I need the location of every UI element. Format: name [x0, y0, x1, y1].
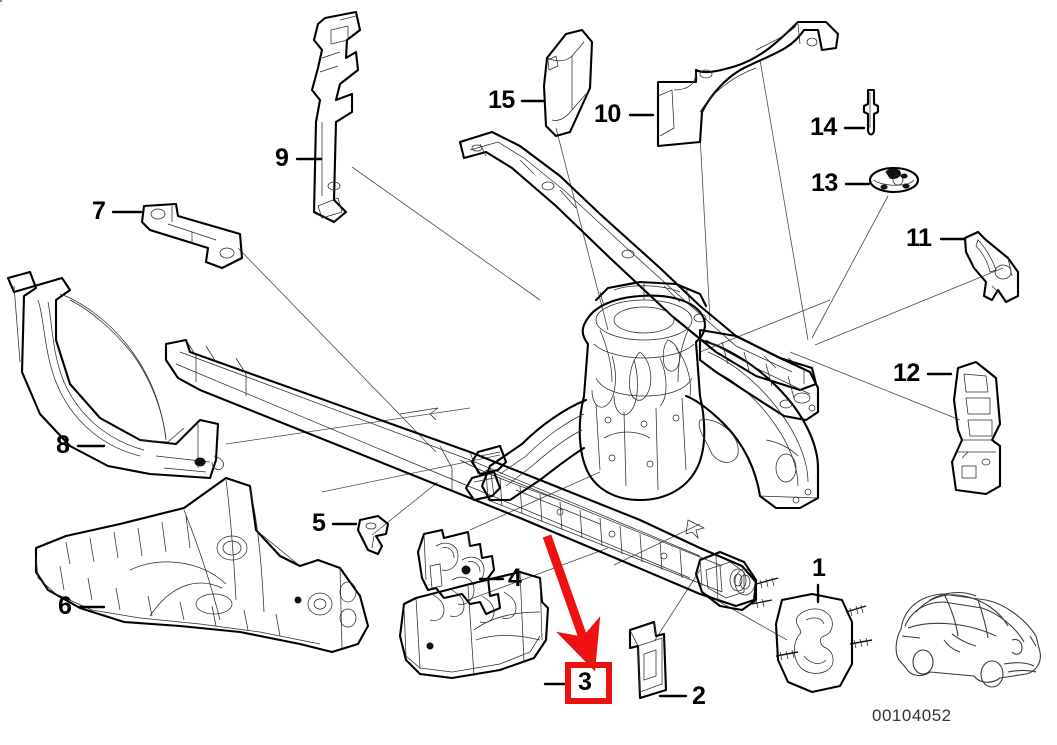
callout-number-9: 9: [275, 144, 289, 172]
inset-vehicle-frame: [0, 0, 2, 2]
callout-number-3: 3: [578, 668, 592, 696]
part-3-splash-shield-cover: [398, 570, 550, 680]
part-12-ribbed-corner-bracket: [950, 360, 1002, 496]
part-9-vertical-column-bracket: [310, 10, 362, 224]
callout-number-10: 10: [594, 100, 621, 128]
highlight-box-callout-3: [565, 662, 612, 704]
callout-number-4: 4: [508, 564, 522, 592]
part-6-wheel-house-inner-panel: [34, 476, 370, 654]
callout-number-15: 15: [488, 86, 515, 114]
part-15-curved-cover-cap: [542, 28, 594, 138]
part-2-square-clip-bracket: [628, 620, 668, 700]
diagram-id-label: 00104052: [872, 706, 952, 725]
part-14-expanding-rivet-pin: [862, 88, 880, 136]
upper-apron-rail: [458, 130, 818, 392]
inset-vehicle-silhouette: [895, 591, 1041, 688]
callout-number-1: 1: [812, 554, 826, 582]
part-4-multi-clip-retainer-bracket: [416, 528, 502, 616]
part-13-sealing-grommet-disc: [868, 166, 920, 194]
highlight-arrow: [542, 534, 601, 672]
main-assembly-strut-tower: [399, 280, 820, 612]
callout-number-11: 11: [906, 224, 932, 252]
part-1-mount-plate-with-studs: [774, 592, 873, 694]
callout-number-13: 13: [811, 169, 838, 197]
callout-number-8: 8: [56, 431, 70, 459]
callout-number-6: 6: [58, 592, 72, 620]
part-5-small-angle-clip: [356, 514, 390, 556]
part-7-reinforcement-strap: [140, 202, 244, 270]
leader-lines: [225, 59, 1004, 641]
part-10-wheel-arch-support-bracket: [656, 20, 840, 148]
part-8-front-side-member-extension: [6, 270, 224, 480]
callout-number-12: 12: [893, 359, 920, 387]
front-frame-rail: [164, 338, 758, 608]
callout-number-2: 2: [692, 682, 706, 710]
callout-number-5: 5: [312, 509, 326, 537]
callout-number-14: 14: [810, 113, 837, 141]
callout-number-7: 7: [92, 197, 106, 225]
part-11-hinge-reinforcement-plate: [963, 230, 1020, 304]
